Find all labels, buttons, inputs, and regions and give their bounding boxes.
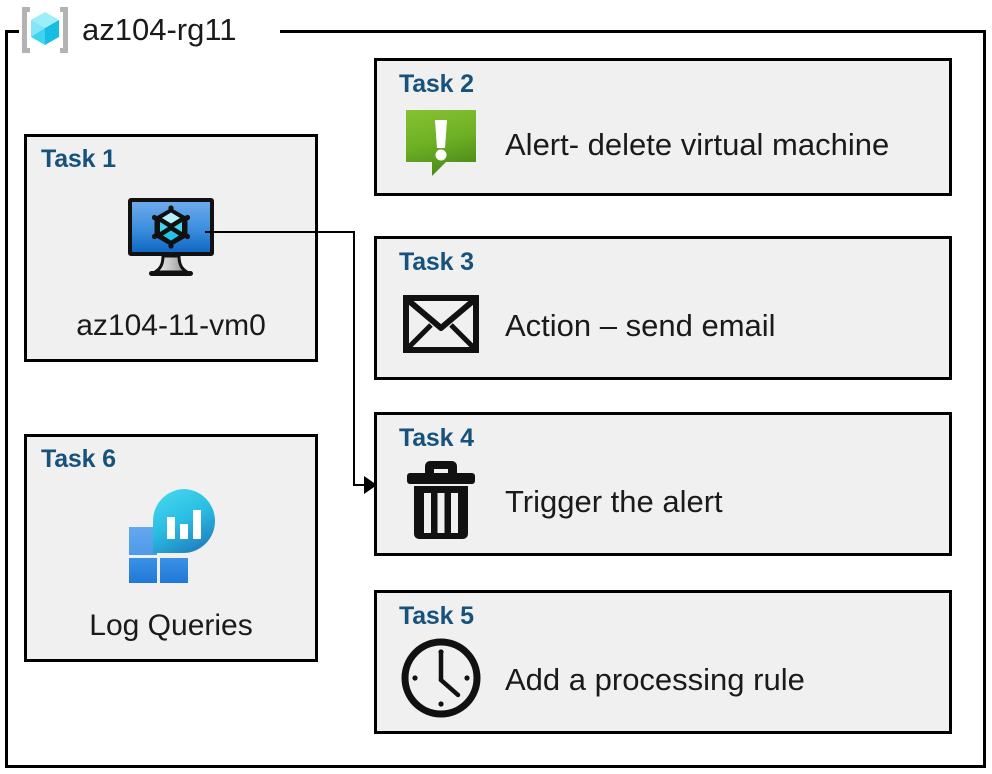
task-5-label: Add a processing rule — [505, 662, 805, 697]
task-5-row: Add a processing rule — [399, 635, 939, 725]
log-analytics-icon — [121, 487, 221, 588]
task-4-icon-wrap — [399, 457, 483, 548]
task-4-row: Trigger the alert — [399, 457, 939, 547]
resource-group-cube-icon — [18, 4, 72, 56]
virtual-machine-icon — [123, 195, 219, 284]
resource-group-border-top-right — [280, 30, 986, 33]
connector-segment-horizontal-bottom — [353, 484, 371, 486]
task-3-row: Action – send email — [399, 281, 939, 371]
connector-arrowhead-icon — [364, 476, 377, 494]
task-2-icon-wrap — [399, 104, 483, 187]
resource-group-header: az104-rg11 — [18, 4, 237, 56]
envelope-icon — [403, 294, 479, 358]
resource-group-border-bottom — [5, 765, 986, 768]
task-2-title: Task 2 — [399, 70, 474, 98]
task-3-icon-wrap — [399, 294, 483, 358]
task-3-title: Task 3 — [399, 248, 474, 276]
task-card-task-5[interactable]: Task 5 Add a processing rule — [374, 590, 952, 734]
task-5-icon-wrap — [399, 637, 483, 724]
resource-group-name: az104-rg11 — [82, 12, 237, 47]
resource-group-border-left — [5, 30, 8, 768]
task-card-task-2[interactable]: Task 2 — [374, 58, 952, 196]
task-1-title: Task 1 — [41, 145, 116, 173]
task-5-title: Task 5 — [399, 602, 474, 630]
task-1-label: az104-11-vm0 — [76, 309, 266, 342]
task-4-title: Task 4 — [399, 424, 474, 452]
resource-group-border-right — [983, 30, 986, 768]
task-3-label: Action – send email — [505, 308, 776, 343]
task-6-icon-wrap — [27, 487, 315, 588]
task-card-task-1[interactable]: Task 1 — [24, 134, 318, 362]
alert-exclamation-icon — [402, 104, 480, 187]
trash-delete-icon — [405, 457, 477, 548]
resource-group-border-top-left — [5, 30, 19, 33]
task-6-title: Task 6 — [41, 445, 116, 473]
task-card-task-6[interactable]: Task 6 — [24, 434, 318, 662]
connector-segment-horizontal-top — [205, 231, 355, 233]
task-card-task-3[interactable]: Task 3 Action – send email — [374, 236, 952, 380]
clock-icon — [400, 637, 482, 724]
task-4-label: Trigger the alert — [505, 484, 723, 519]
connector-segment-vertical — [353, 231, 355, 486]
task-card-task-4[interactable]: Task 4 — [374, 412, 952, 556]
task-2-label: Alert- delete virtual machine — [505, 127, 890, 162]
task-2-row: Alert- delete virtual machine — [399, 103, 939, 187]
task-1-icon-wrap — [27, 195, 315, 284]
task-6-label: Log Queries — [89, 609, 253, 642]
